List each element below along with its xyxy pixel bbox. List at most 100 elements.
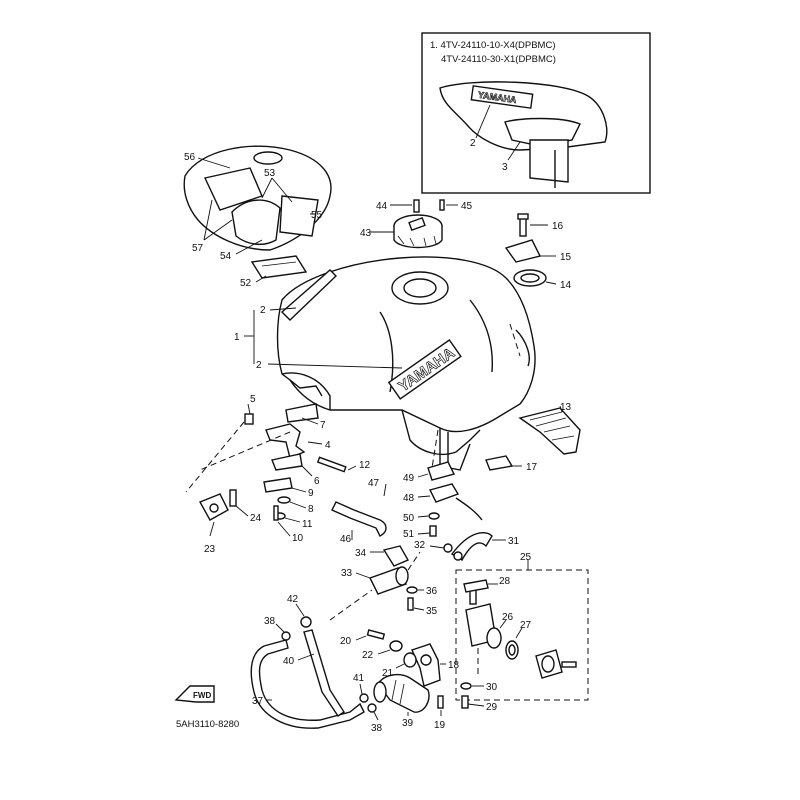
breather-hose-46 [331,501,387,537]
callout-21: 21 [382,668,394,679]
callout-11: 11 [302,519,313,530]
inset-callout-2: 2 [470,138,476,149]
inset-tank-cover [439,81,608,151]
callout-1: 1 [234,332,240,343]
callout-10: 10 [292,533,304,544]
callout-40: 40 [283,656,295,667]
clip-38b [367,703,377,713]
callout-24: 24 [250,513,262,524]
fwd-label: FWD [193,691,211,700]
callout-16: 16 [552,221,564,232]
bolt-12 [316,456,347,473]
inset-part-number-1: 1. 4TV-24110-10-X4(DPBMC) [430,40,556,51]
callout-30: 30 [486,682,498,693]
fuel-filler-ring [391,271,449,305]
damper-21 [403,652,417,668]
washer-50 [428,512,440,520]
callout-29: 29 [486,702,498,713]
clip-32a [443,543,453,553]
front-damper-14 [513,269,547,287]
clip-41 [359,693,369,703]
bolt-10 [273,505,279,521]
callout-49: 49 [403,473,415,484]
gasket-26 [486,627,502,649]
front-bracket-15 [504,239,542,263]
callout-46: 46 [340,534,352,545]
callout-36: 36 [426,586,438,597]
callout-39: 39 [402,718,414,729]
fuel-hose-37 [250,639,365,729]
callout-53: 53 [264,168,276,179]
callout-34: 34 [355,548,367,559]
callout-54: 54 [220,251,232,262]
callout-18: 18 [448,660,460,671]
callout-50: 50 [403,513,415,524]
fuel-cock-group-box [455,569,589,701]
clamp-34 [382,545,409,567]
fuel-cock-assembly: 25 28 26 27 30 [455,552,589,701]
bolt-51 [429,525,437,537]
forward-arrow-icon: FWD [174,685,215,703]
callout-14: 14 [560,280,572,291]
callout-57: 57 [192,243,204,254]
callout-2-upper: 2 [260,305,266,316]
callout-5: 5 [250,394,256,405]
washer-30 [460,682,472,690]
cover-pad-right [279,195,319,237]
bolt-5 [244,413,254,425]
callout-32: 32 [414,540,426,551]
callout-48: 48 [403,493,415,504]
callout-38-lower: 38 [371,723,383,734]
callout-51: 51 [403,529,415,540]
diagram-code: 5AH3110-8280 [176,719,239,730]
clip-42 [300,616,312,628]
fuel-hose-31 [450,532,493,561]
fuel-tank: YAMAHA [276,256,536,471]
cap-screw-45 [439,199,445,211]
callout-33: 33 [341,568,353,579]
collar-6 [271,453,303,471]
inset-frame [421,32,651,194]
callout-8: 8 [308,504,314,515]
collar-22 [389,640,403,652]
callout-47: 47 [368,478,380,489]
inset-panel: 1. 4TV-24110-10-X4(DPBMC) 4TV-24110-30-X… [421,32,651,194]
strainer-28 [463,579,489,593]
callout-38-upper: 38 [264,616,276,627]
rear-damper-17 [485,455,514,471]
bolt-24 [229,489,237,507]
callout-26: 26 [502,612,514,623]
callout-23: 23 [204,544,216,555]
callout-17: 17 [526,462,538,473]
fuel-pump [373,673,430,713]
inset-callout-3: 3 [502,162,508,173]
fuel-hose-40 [303,629,345,717]
callout-41: 41 [353,673,365,684]
callout-45: 45 [461,201,473,212]
callout-6: 6 [314,476,320,487]
washer-36 [406,586,418,594]
bolt-35 [407,597,414,611]
callout-27: 27 [520,620,532,631]
callout-28: 28 [499,576,511,587]
cover-small-pad [250,255,308,279]
bracket-48 [428,483,460,503]
callout-44: 44 [376,201,388,212]
clip-32b [453,551,463,561]
callout-12: 12 [359,460,371,471]
lever-plate [535,649,563,679]
bolt-19 [437,695,444,709]
callout-25: 25 [520,552,532,563]
rear-stay-4 [265,423,306,459]
fuel-pump-body-39 [377,673,430,713]
tank-top-cover-assembly [183,145,332,279]
callout-42: 42 [287,594,299,605]
callout-52: 52 [240,278,252,289]
front-mount-bolt-16 [517,213,529,237]
washer-8 [277,496,291,504]
callout-22: 22 [362,650,374,661]
inset-emblem [470,85,534,109]
bolt-20 [366,629,386,640]
rubber-mount-23 [199,493,229,521]
